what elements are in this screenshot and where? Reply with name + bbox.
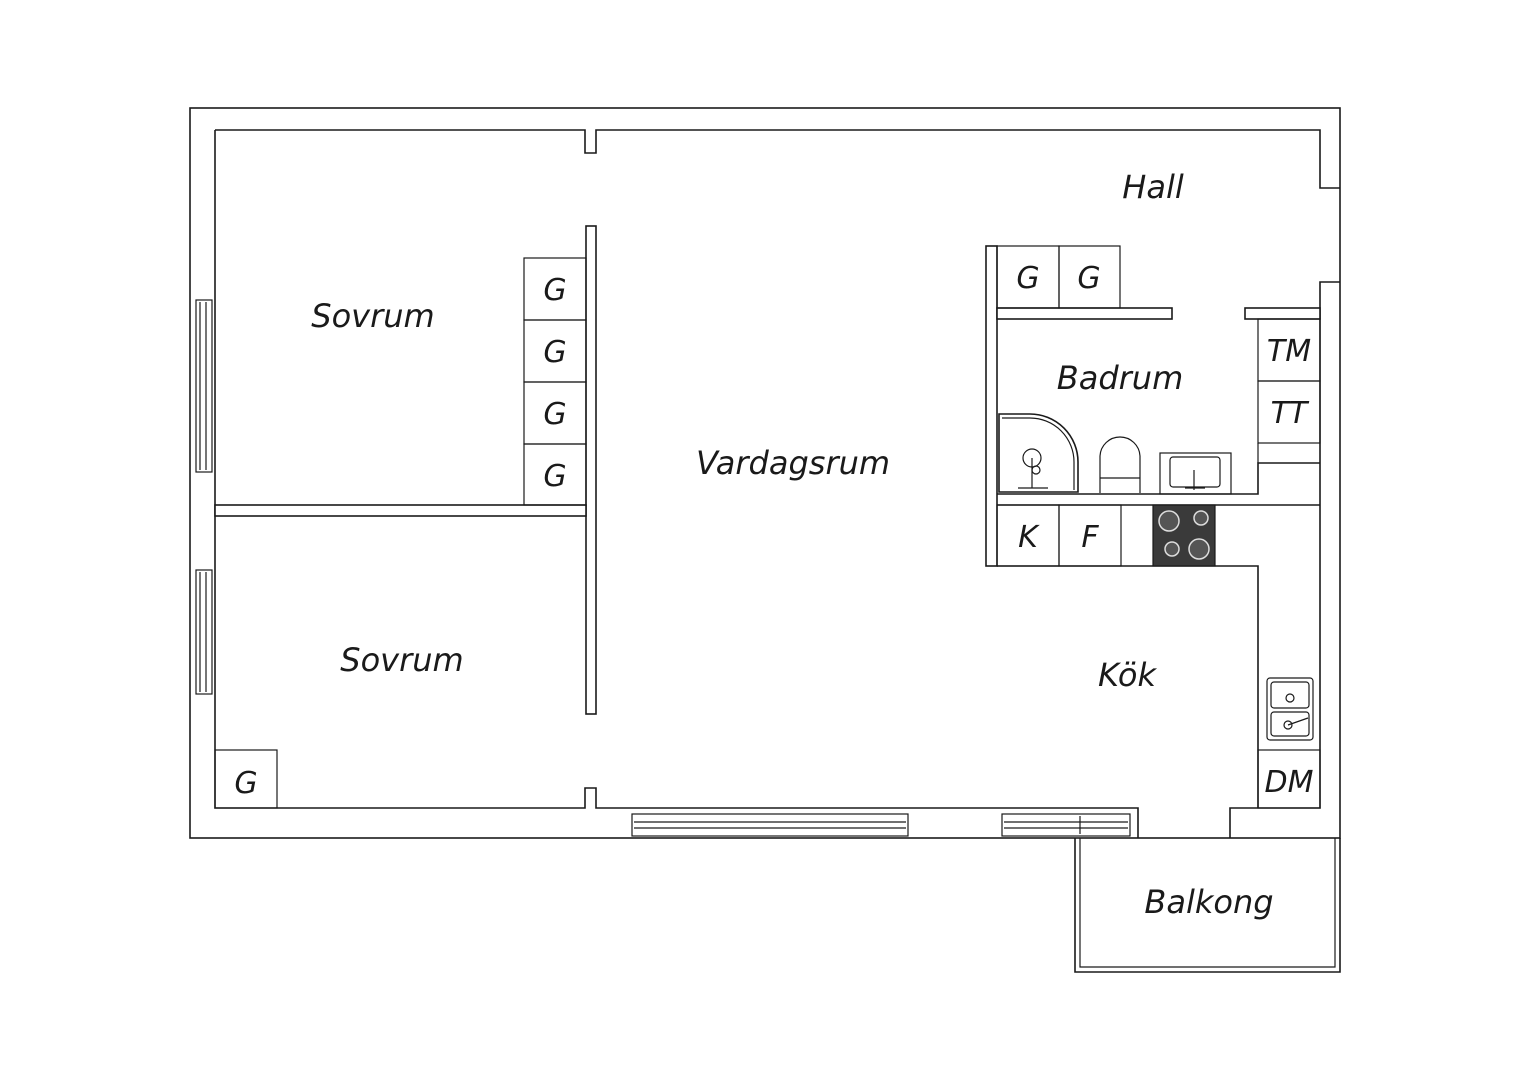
wardrobe-label: G bbox=[1077, 261, 1100, 296]
room-label-balcony: Balkong bbox=[1144, 883, 1273, 921]
wardrobe-label: G bbox=[543, 335, 566, 370]
wardrobe-label: G bbox=[543, 459, 566, 494]
balcony bbox=[1074, 838, 1341, 973]
wall-bathroom-bottom bbox=[997, 462, 1320, 495]
dishwasher: DM bbox=[1257, 749, 1321, 809]
wardrobe-label: G bbox=[543, 397, 566, 432]
toilet bbox=[1099, 436, 1141, 493]
room-label-bedroom-1: Sovrum bbox=[311, 297, 434, 335]
wardrobes-hall: G G bbox=[996, 245, 1121, 309]
wall-bathroom-left bbox=[985, 245, 998, 567]
wardrobe-bedroom-2: G bbox=[214, 749, 278, 809]
balcony-door bbox=[1001, 813, 1131, 837]
bathroom-sink bbox=[1159, 452, 1232, 495]
wall-bedrooms-living bbox=[585, 225, 597, 715]
laundry-units: TM TT bbox=[1257, 318, 1321, 463]
wall-bathroom-top-left bbox=[996, 307, 1173, 320]
wardrobe-label: G bbox=[1016, 261, 1039, 296]
interior-walls bbox=[214, 225, 1321, 715]
shower bbox=[998, 413, 1079, 493]
dishwasher-label: DM bbox=[1265, 765, 1314, 800]
kitchen-counter: K F bbox=[996, 504, 1259, 808]
room-label-living-room: Vardagsrum bbox=[696, 444, 890, 482]
wardrobes-bedroom-1: G G G G bbox=[523, 257, 587, 506]
stove bbox=[1152, 504, 1216, 567]
room-label-hall: Hall bbox=[1122, 168, 1184, 206]
wall-between-bedrooms bbox=[214, 504, 587, 517]
kitchen-sink bbox=[1266, 677, 1314, 741]
freezer-label: F bbox=[1081, 520, 1099, 555]
windows bbox=[195, 299, 1131, 837]
window-bedroom-2 bbox=[195, 569, 213, 695]
window-living-room bbox=[631, 813, 909, 837]
window-bedroom-1 bbox=[195, 299, 213, 473]
wardrobe-label: G bbox=[234, 766, 257, 801]
wardrobe-label: G bbox=[543, 273, 566, 308]
room-label-kitchen: Kök bbox=[1098, 656, 1157, 694]
fridge-label: K bbox=[1018, 520, 1040, 555]
room-labels: Hall Sovrum Sovrum Vardagsrum Badrum Kök… bbox=[311, 168, 1273, 921]
dryer-label: TT bbox=[1271, 396, 1310, 431]
room-label-bedroom-2: Sovrum bbox=[340, 641, 463, 679]
washing-machine-label: TM bbox=[1267, 334, 1311, 369]
room-label-bathroom: Badrum bbox=[1057, 359, 1183, 397]
wall-bathroom-top-right bbox=[1244, 307, 1321, 320]
